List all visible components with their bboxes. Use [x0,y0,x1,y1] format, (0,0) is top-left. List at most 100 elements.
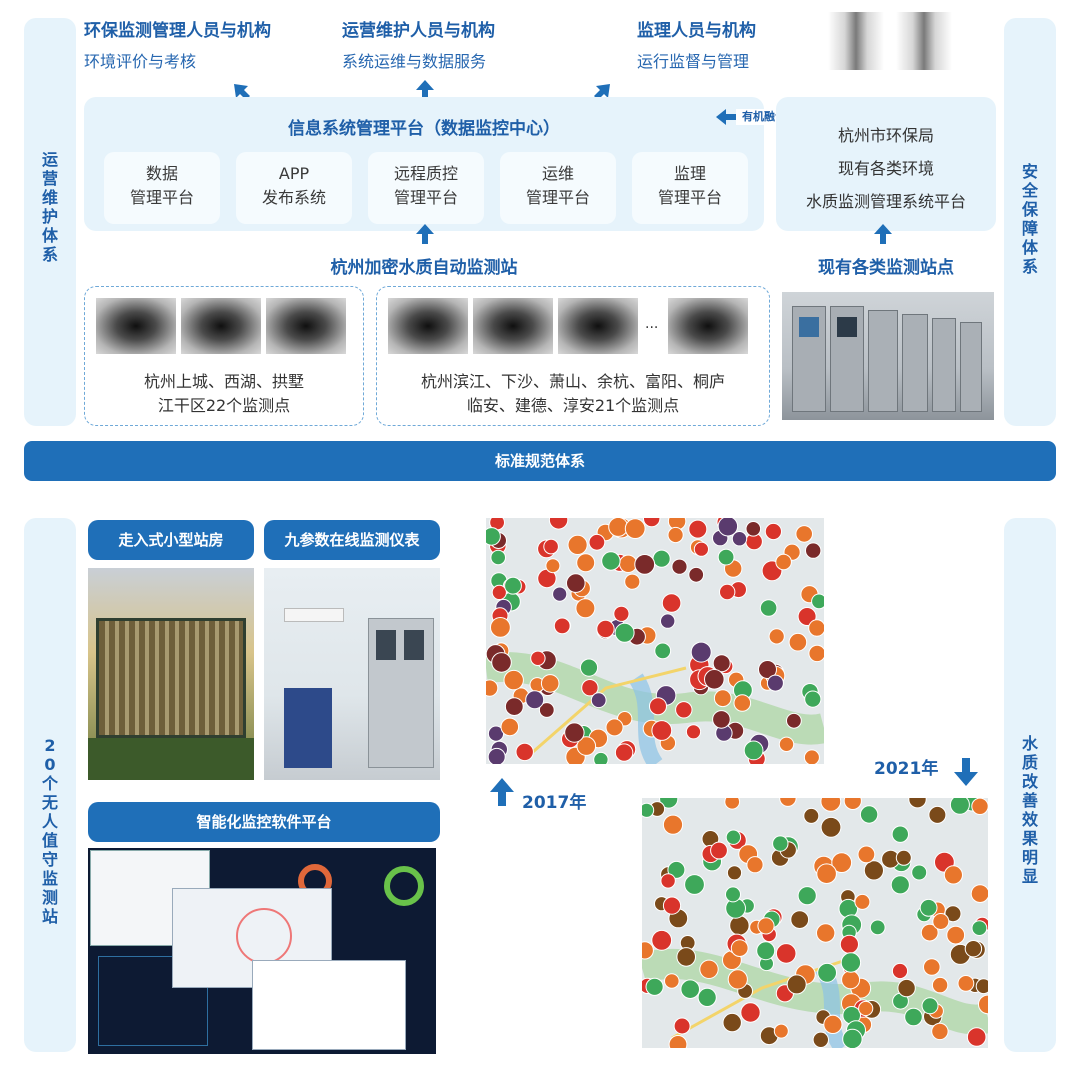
map-marker [803,749,820,764]
map-marker [944,905,962,923]
map-2021-markers [642,798,988,1048]
map-marker [795,525,814,543]
map-marker [890,875,910,895]
map-marker [975,978,988,995]
map-marker [840,952,862,973]
map-marker [854,893,871,910]
module-app-release[interactable]: APP 发布系统 [236,152,352,224]
map-marker [891,825,909,843]
map-marker [500,717,520,737]
map-marker [581,679,599,697]
module-data-platform[interactable]: 数据管理平台 [104,152,220,224]
module-line2: 管理平台 [657,188,722,207]
map-marker [812,1031,829,1048]
caption-line: 临安、建德、淳安21个监测点 [466,396,680,415]
instrument-room-photo [264,568,440,780]
map-marker [486,679,499,697]
module-line2: 发布系统 [261,188,326,207]
map-marker [504,697,524,717]
map-marker [680,979,701,999]
map-marker [841,970,861,990]
arrow-up-right-icon [594,84,610,100]
map-marker [766,674,784,692]
map-marker [504,576,522,595]
map-marker [731,531,748,547]
map-marker [724,798,741,810]
map-marker [928,805,947,824]
map-marker [817,962,838,983]
module-line2: 管理平台 [393,188,458,207]
arrow-up-icon [416,224,434,244]
map-marker [808,619,824,637]
arrow-up-icon [490,778,514,806]
map-marker [932,913,950,930]
map-marker [759,599,778,617]
map-marker [842,1028,863,1048]
map-marker [788,632,808,652]
arrow-up-icon [874,224,892,244]
map-marker [920,923,939,942]
map-marker [690,641,712,663]
map-marker [704,669,725,690]
module-remote-qc[interactable]: 远程质控管理平台 [368,152,484,224]
map-marker [803,807,820,824]
pill-smart-software: 智能化监控软件平台 [88,802,440,842]
module-supervision-platform[interactable]: 监理管理平台 [632,152,748,224]
map-marker [634,554,656,575]
station-group-suburban [376,286,770,426]
map-marker [727,969,748,990]
map-marker [757,917,775,935]
map-marker [816,863,837,884]
map-marker [745,521,762,537]
map-marker [552,586,568,602]
map-marker [764,522,782,541]
map-marker [971,798,988,815]
map-marker [596,619,615,639]
map-2017-markers [486,518,824,764]
map-marker [740,1002,761,1023]
map-marker [746,856,764,874]
map-marker [664,973,680,989]
map-marker [773,1023,789,1039]
map-marker [719,583,736,601]
map-marker [642,802,655,818]
map-marker [543,538,559,555]
map-marker [699,959,719,980]
group-title-ops: 运营维护人员与机构 [342,21,495,41]
map-marker [624,573,641,590]
map-marker [725,829,742,845]
map-marker [605,718,624,737]
map-marker [839,934,859,954]
map-marker [576,553,596,573]
module-ops-platform[interactable]: 运维管理平台 [500,152,616,224]
station-photo [558,298,638,354]
map-marker [576,736,597,756]
map-marker [660,613,676,629]
module-line2: 管理平台 [525,188,590,207]
pill-walk-in-station: 走入式小型站房 [88,520,254,560]
top-left-side-panel [24,18,76,426]
map-marker [667,526,684,544]
standard-system-bar: 标准规范体系 [24,441,1056,481]
map-marker [717,548,735,566]
bureau-panel [776,97,996,231]
map-marker [614,622,635,643]
map-marker [859,805,879,824]
module-line2: 管理平台 [129,188,194,207]
map-marker [685,724,702,740]
map-marker [743,740,764,761]
map-marker [811,593,824,610]
map-marker [923,958,941,976]
station-group-suburban-caption: 杭州滨江、下沙、萧山、余杭、富阳、桐庐临安、建德、淳安21个监测点 [376,370,770,418]
map-marker [662,896,682,915]
module-line1: APP [278,164,310,183]
bureau-line-2: 现有各类环境 [837,159,934,178]
map-marker [911,864,928,881]
group-title-env: 环保监测管理人员与机构 [84,21,271,41]
caption-line: 杭州上城、西湖、拱墅 [143,372,304,391]
map-marker [491,652,512,673]
map-marker [820,816,842,838]
bottom-right-side-panel [1004,518,1056,1052]
blurred-portrait-2 [896,12,952,70]
map-marker [756,941,776,961]
